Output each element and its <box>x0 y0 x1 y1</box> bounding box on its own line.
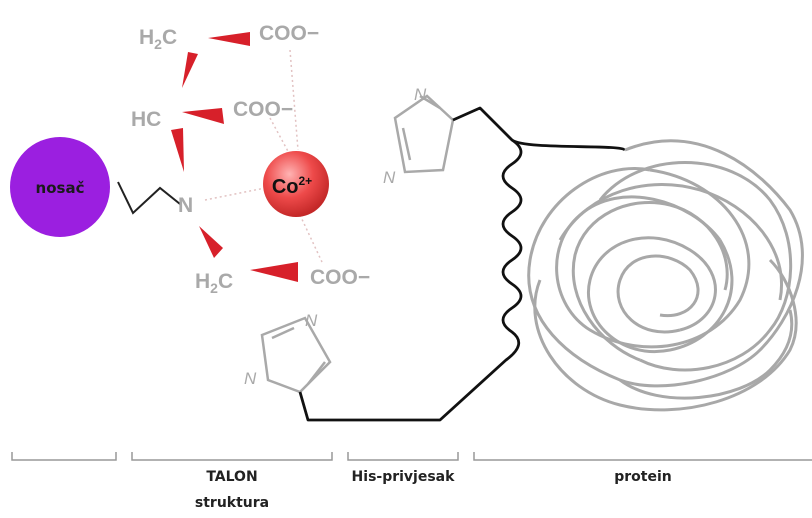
cobalt-ion <box>263 151 329 217</box>
coordination-bonds <box>204 49 323 263</box>
imidazole-lower-n2: N <box>244 369 257 388</box>
cobalt-label: Co2+ <box>272 174 312 198</box>
n-center: N <box>178 194 193 217</box>
support-label: nosač <box>36 179 85 197</box>
imidazole-upper-n2: N <box>383 168 396 187</box>
wedge-bonds <box>171 32 298 282</box>
h2c-top: H2C <box>139 26 177 52</box>
section-label-protein: protein <box>614 469 672 485</box>
imidazole-lower <box>260 316 332 394</box>
section-label-his-tag: His-privjesak <box>351 469 455 485</box>
coo-top: COO− <box>259 22 319 45</box>
talon-structure: H2C COO− HC COO− N H2C COO− <box>131 22 370 296</box>
imidazole-upper-n1: N <box>414 85 427 104</box>
h2c-bottom: H2C <box>195 270 233 296</box>
section-brackets <box>11 452 812 461</box>
his-tag-chain <box>298 106 627 422</box>
coo-bottom: COO− <box>310 266 370 289</box>
protein-coil <box>527 139 804 412</box>
imidazole-upper <box>393 94 455 174</box>
support-linker <box>117 181 181 215</box>
section-label-talon: TALON struktura <box>194 469 270 511</box>
coo-mid: COO− <box>233 98 293 121</box>
support-bead <box>10 137 110 237</box>
hc-label: HC <box>131 108 161 131</box>
imidazole-lower-n1: N <box>305 311 318 330</box>
